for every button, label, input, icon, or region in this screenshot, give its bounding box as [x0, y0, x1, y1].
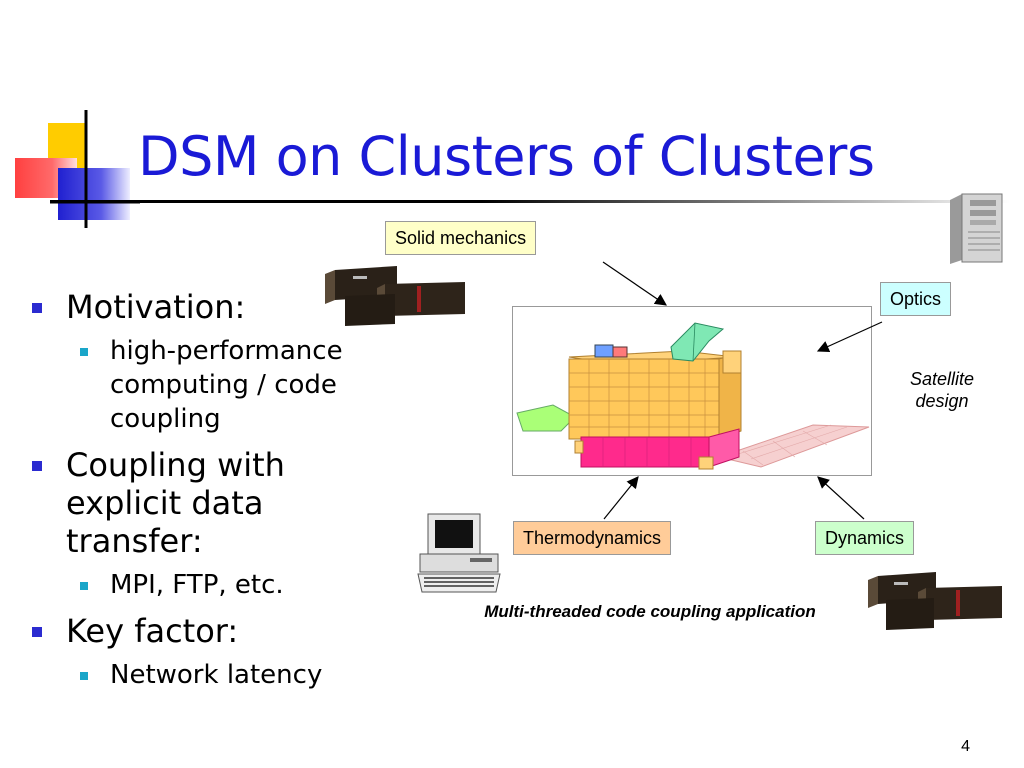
diagram-caption: Multi-threaded code coupling application [484, 602, 816, 621]
satellite-model-image [512, 306, 872, 476]
title-divider [50, 200, 1010, 203]
satellite-design-label: Satellite design [890, 368, 994, 412]
tower-computer-icon [950, 193, 1003, 264]
bullet-coupling: Coupling with explicit data transfer: [28, 446, 408, 560]
label-solid-mechanics: Solid mechanics [385, 221, 537, 255]
supercomputer-icon [325, 266, 465, 326]
arrow-dynamics [817, 476, 865, 520]
page-number: 4 [961, 738, 970, 755]
label-optics: Optics [880, 282, 952, 316]
satellite-model-drawing [516, 322, 870, 470]
sub-bullet-hpc: high-performance computing / code coupli… [28, 334, 408, 436]
satellite-label-line1: Satellite [909, 369, 975, 389]
arrow-solid-mechanics [602, 261, 667, 306]
sub-bullet-mpi: MPI, FTP, etc. [28, 568, 408, 602]
arrow-thermodynamics [603, 476, 639, 520]
bullet-key-factor: Key factor: [28, 612, 408, 650]
label-thermodynamics: Thermodynamics [513, 521, 672, 555]
decorative-logo [15, 110, 140, 228]
label-dynamics: Dynamics [815, 521, 915, 555]
desktop-pc-icon [417, 513, 501, 593]
satellite-label-line2: design [915, 391, 969, 411]
supercomputer-icon-2 [868, 572, 1002, 630]
slide-title: DSM on Clusters of Clusters [138, 125, 875, 188]
bullet-list: Motivation: high-performance computing /… [28, 288, 408, 702]
sub-bullet-latency: Network latency [28, 658, 408, 692]
bullet-motivation: Motivation: [28, 288, 408, 326]
